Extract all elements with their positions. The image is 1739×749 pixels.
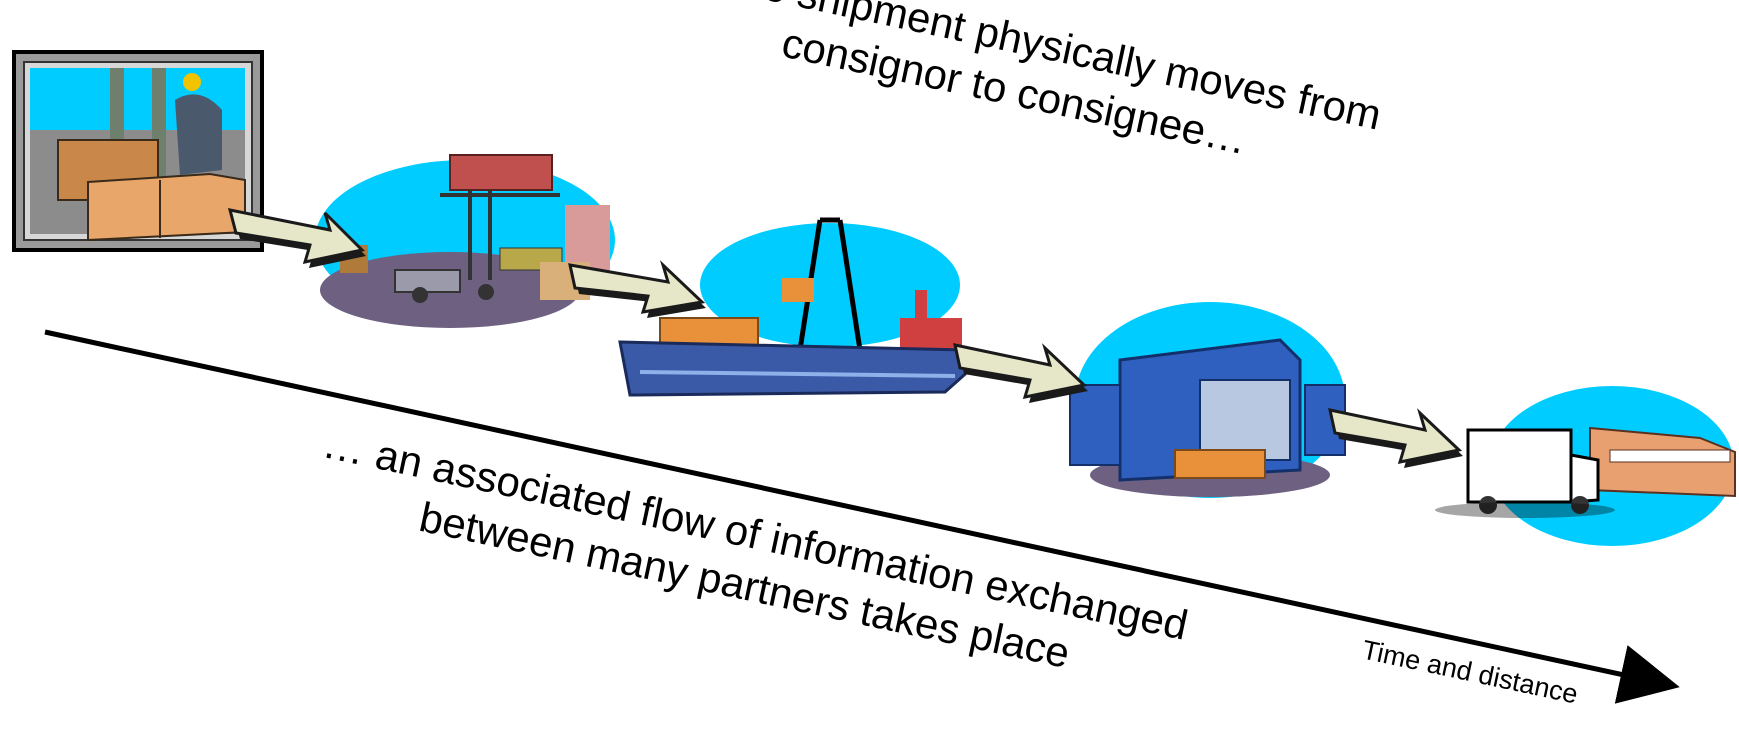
flow-arrow-2 (568, 260, 706, 318)
time-distance-axis (44, 329, 1680, 704)
flow-arrow-3 (953, 343, 1088, 403)
delivery-truck-icon (1435, 386, 1736, 546)
flow-arrow-1 (227, 208, 366, 268)
container-terminal-forklift-icon (315, 154, 615, 328)
distribution-warehouse-icon (1069, 302, 1346, 498)
flow-arrow-4 (1328, 408, 1463, 468)
cargo-ship-icon (618, 217, 974, 397)
warehouse-loading-icon (12, 50, 264, 252)
